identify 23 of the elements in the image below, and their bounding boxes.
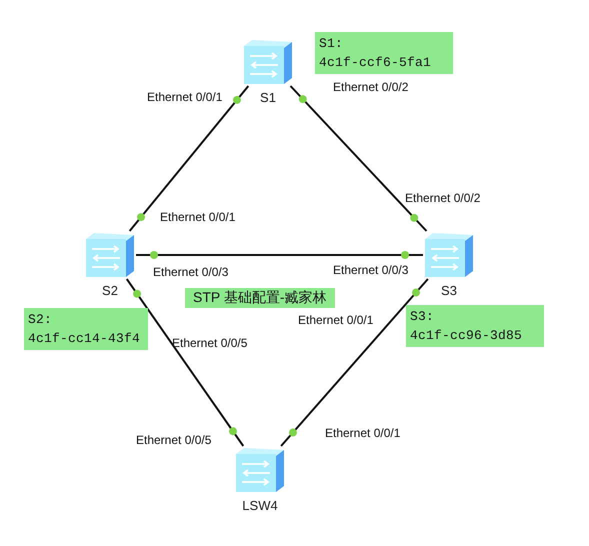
port-label: Ethernet 0/0/5 bbox=[136, 433, 212, 447]
network-link bbox=[280, 278, 429, 447]
switch-name: S2 bbox=[102, 283, 118, 298]
title: STP 基础配置-臧家林 bbox=[185, 288, 335, 308]
port-label: Ethernet 0/0/1 bbox=[147, 90, 222, 104]
port-label: Ethernet 0/0/2 bbox=[405, 191, 480, 205]
port-label: Ethernet 0/0/2 bbox=[333, 80, 408, 94]
port-label: Ethernet 0/0/3 bbox=[333, 263, 408, 277]
port-label: Ethernet 0/0/3 bbox=[153, 265, 228, 279]
mac-address-note: S2: 4c1f-cc14-43f4 bbox=[24, 308, 148, 350]
mac-address-note: S1: 4c1f-ccf6-5fa1 bbox=[315, 32, 453, 74]
switch-name: S3 bbox=[441, 283, 457, 298]
network-link bbox=[290, 85, 428, 232]
network-link bbox=[126, 278, 244, 447]
port-label: Ethernet 0/0/5 bbox=[172, 336, 248, 350]
network-link bbox=[136, 251, 423, 259]
switch-name: LSW4 bbox=[242, 498, 278, 513]
switch-name: S1 bbox=[260, 90, 276, 105]
port-label: Ethernet 0/0/1 bbox=[160, 210, 236, 224]
port-label: Ethernet 0/0/1 bbox=[325, 426, 400, 440]
port-label: Ethernet 0/0/1 bbox=[298, 313, 374, 327]
network-link bbox=[128, 85, 250, 232]
mac-address-note: S3: 4c1f-cc96-3d85 bbox=[406, 305, 544, 347]
